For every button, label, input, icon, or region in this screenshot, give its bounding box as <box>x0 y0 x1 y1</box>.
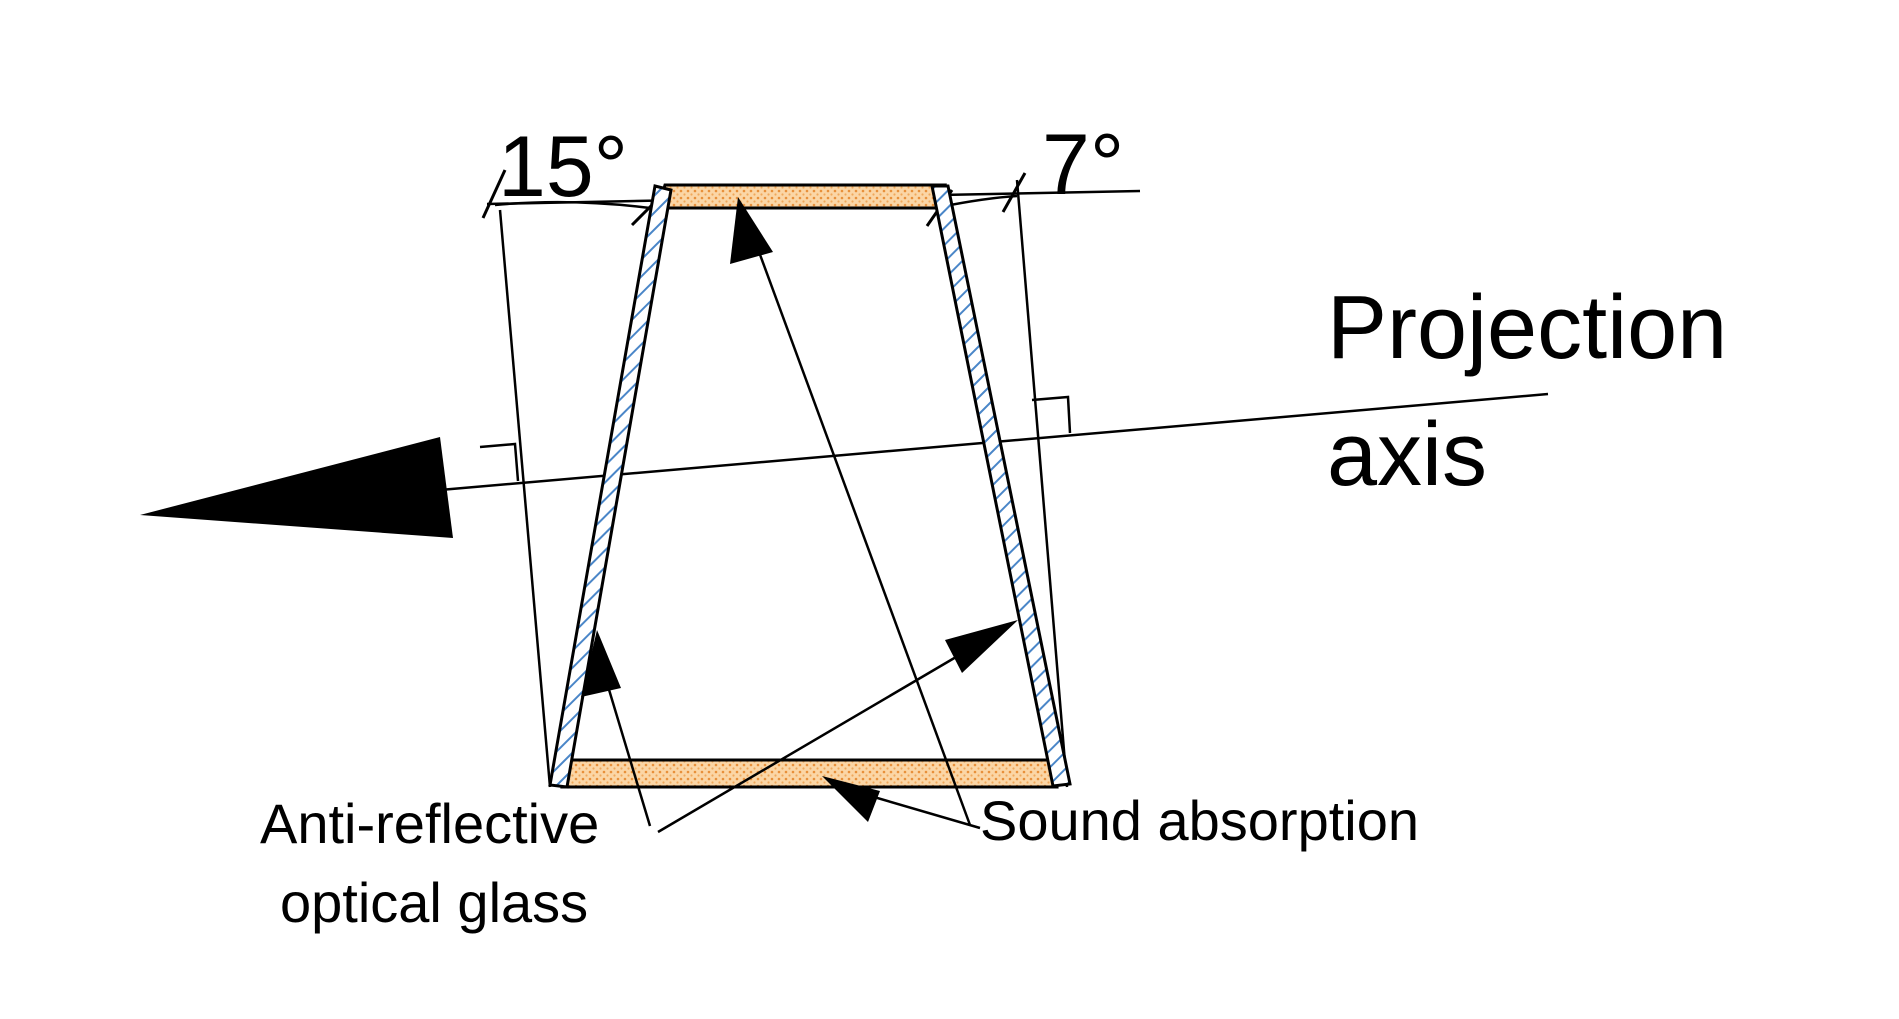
right-angle-tick-outer <box>1001 172 1027 213</box>
glass-label-line2: optical glass <box>280 871 588 934</box>
right-angle-label: 7° <box>1042 117 1124 213</box>
left-frame-line <box>498 209 552 788</box>
glass-ray-right <box>657 638 986 834</box>
left-angle-label: 15° <box>498 119 628 215</box>
left-glass-panel <box>548 184 673 789</box>
right-right-angle-marker <box>1031 395 1072 434</box>
left-angle-arc <box>494 200 651 210</box>
glass-ray-right-arrowhead <box>945 620 1018 673</box>
projection-axis-arrowhead <box>140 437 453 538</box>
right-glass-panel <box>930 184 1072 788</box>
sound-ray-bottom-arrowhead <box>822 776 880 822</box>
sound-ray-top <box>746 221 972 826</box>
glass-label-line1: Anti-reflective <box>260 792 599 855</box>
left-right-angle-marker <box>479 442 520 482</box>
projection-axis-label-line2: axis <box>1327 405 1487 505</box>
left-angle-tick-outer <box>481 169 507 219</box>
top-sound-absorption-panel <box>655 183 947 210</box>
sound-absorption-label: Sound absorption <box>980 789 1419 852</box>
projection-axis-label-line1: Projection <box>1327 278 1727 378</box>
sound-ray-top-arrowhead <box>730 197 773 264</box>
right-frame-line <box>1015 179 1069 788</box>
glass-ray-left-arrowhead <box>581 630 621 697</box>
